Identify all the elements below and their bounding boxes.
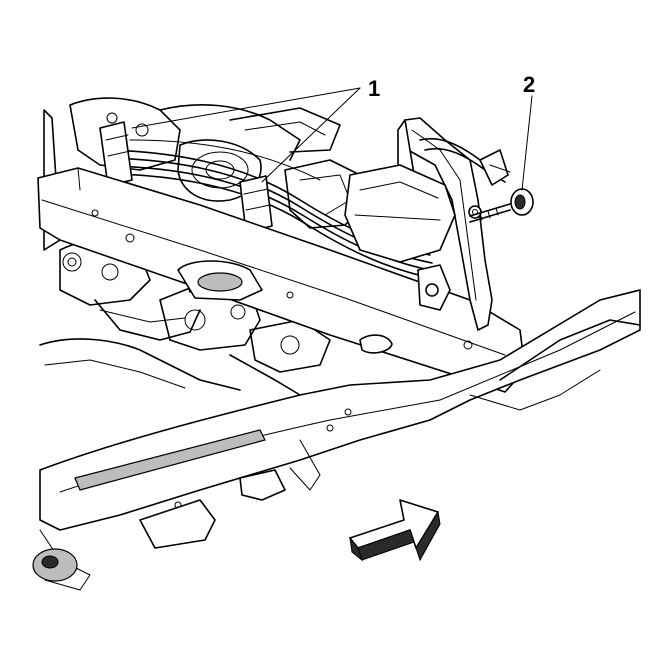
callout-2-label: 2 [523,72,535,97]
callout-2: 2 [521,72,535,191]
modulator-mount-bracket [344,117,511,331]
callout-1: 1 [131,76,380,183]
frame-side-rail [32,289,641,591]
callout-1-label: 1 [368,76,380,101]
pipe-clip-front [239,175,273,233]
bolt-fastener [469,188,534,223]
frame-crossmember [37,167,526,393]
direction-arrow-icon [349,499,441,562]
pipe-clip-rear [99,121,133,187]
